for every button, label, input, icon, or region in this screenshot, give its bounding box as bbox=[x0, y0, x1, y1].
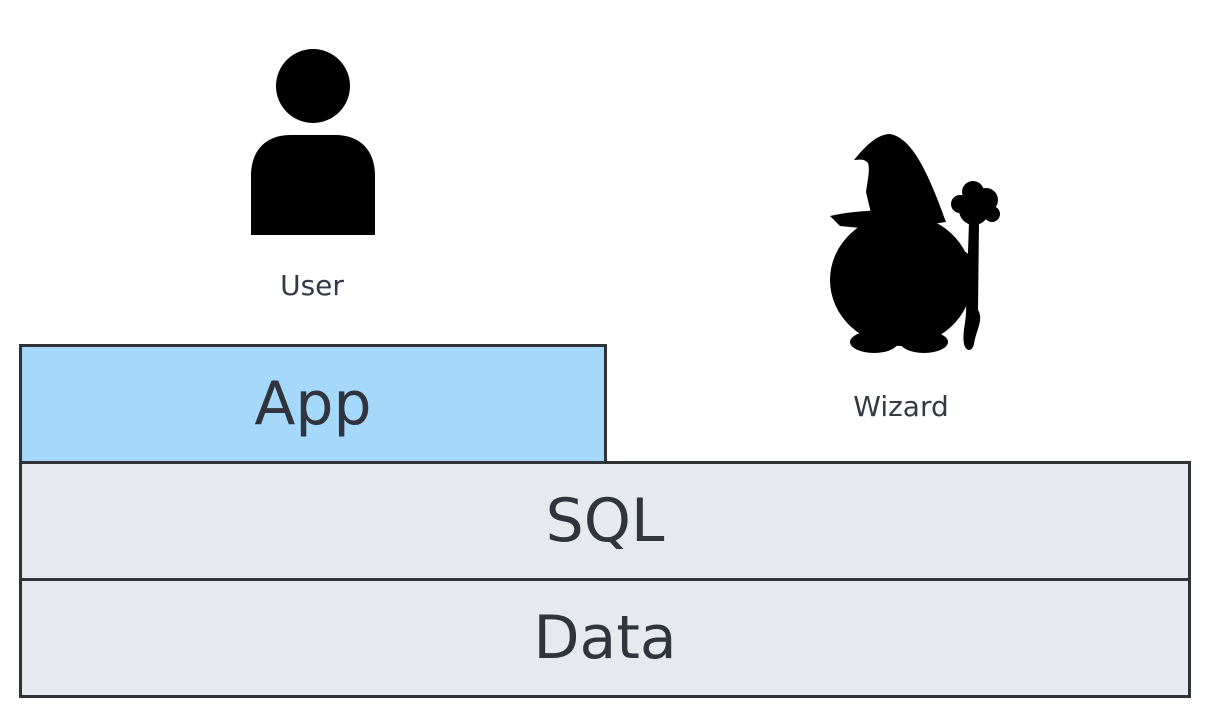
data-layer: Data bbox=[19, 578, 1191, 698]
sql-layer: SQL bbox=[19, 461, 1191, 581]
sql-layer-label: SQL bbox=[545, 486, 665, 556]
data-layer-label: Data bbox=[533, 603, 677, 673]
wizard-icon bbox=[830, 134, 1000, 353]
user-label: User bbox=[280, 269, 344, 302]
wizard-label: Wizard bbox=[853, 390, 949, 423]
app-layer-label: App bbox=[254, 369, 372, 439]
app-layer: App bbox=[19, 344, 607, 464]
person-icon bbox=[251, 49, 375, 235]
